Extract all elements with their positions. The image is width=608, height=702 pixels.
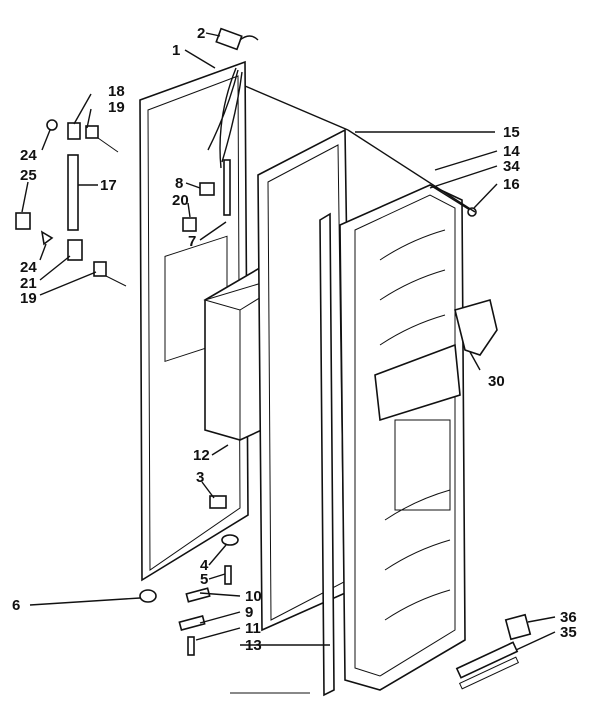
label-35: 35 <box>560 624 577 641</box>
label-13: 13 <box>245 637 262 654</box>
label-1: 1 <box>172 42 180 59</box>
label-19-lower: 19 <box>20 290 37 307</box>
hinge-parts-left <box>15 119 127 287</box>
label-36: 36 <box>560 609 577 626</box>
label-12: 12 <box>193 447 210 464</box>
label-15: 15 <box>503 124 520 141</box>
label-19: 19 <box>108 99 125 116</box>
label-9: 9 <box>245 604 253 621</box>
bottom-hinge-parts <box>139 495 239 656</box>
label-34: 34 <box>503 158 520 175</box>
label-10: 10 <box>245 588 262 605</box>
label-24: 24 <box>20 147 37 164</box>
label-3: 3 <box>196 469 204 486</box>
rod-part <box>429 184 477 217</box>
label-30: 30 <box>488 373 505 390</box>
label-20: 20 <box>172 192 189 209</box>
label-18: 18 <box>108 83 125 100</box>
label-7: 7 <box>188 233 196 250</box>
dispenser-funnel <box>454 298 498 356</box>
label-4: 4 <box>200 557 209 574</box>
door-panel <box>139 60 249 582</box>
label-21: 21 <box>20 275 37 292</box>
label-11: 11 <box>245 620 261 637</box>
callout-labels: 2 1 18 19 24 25 17 8 20 7 24 21 19 15 14… <box>12 25 577 654</box>
label-6: 6 <box>12 597 20 614</box>
handle-parts-bottom-right <box>455 613 532 690</box>
label-2: 2 <box>197 25 205 42</box>
label-17: 17 <box>100 177 117 194</box>
label-25: 25 <box>20 167 37 184</box>
breaker-strip <box>319 212 335 697</box>
small-parts-center <box>182 159 231 232</box>
door-gasket <box>257 128 353 632</box>
leader-lines <box>21 32 556 651</box>
label-24-lower: 24 <box>20 259 37 276</box>
label-14: 14 <box>503 143 520 160</box>
label-5: 5 <box>200 571 208 588</box>
inner-door-liner <box>339 184 466 691</box>
label-8: 8 <box>175 175 183 192</box>
label-16: 16 <box>503 176 520 193</box>
